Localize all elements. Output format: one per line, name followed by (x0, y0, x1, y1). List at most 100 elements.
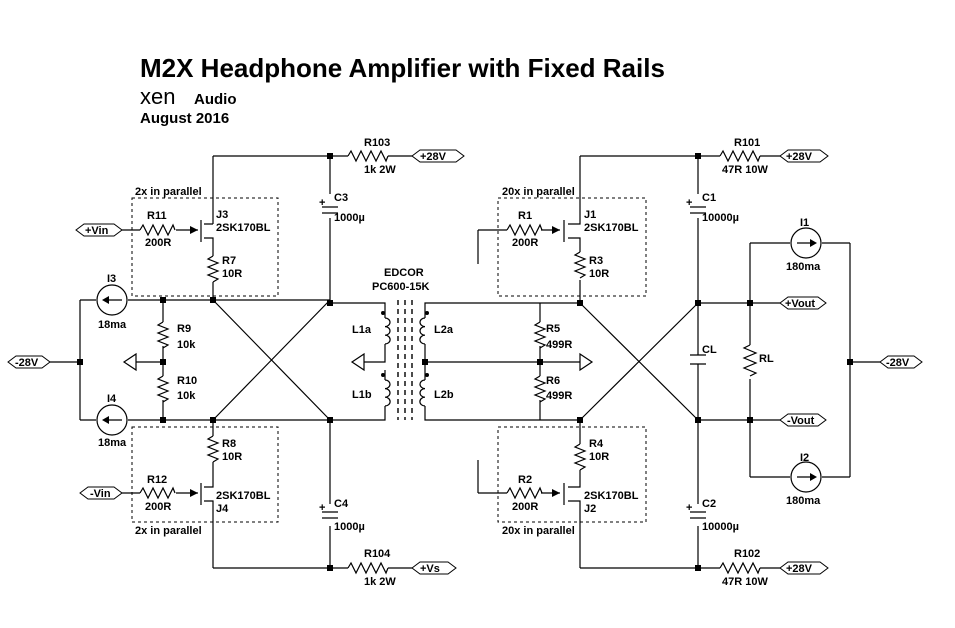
svg-text:C1: C1 (702, 192, 716, 204)
svg-text:C4: C4 (334, 498, 349, 510)
port-r101-rail: +28V (779, 149, 829, 163)
svg-text:18ma: 18ma (98, 319, 127, 331)
resistor-r104: R104 1k 2W (347, 548, 396, 588)
svg-text:R7: R7 (222, 255, 236, 267)
svg-text:R11: R11 (147, 210, 167, 222)
j3-parallel-box (131, 197, 279, 297)
j2-parallel-box (497, 426, 647, 523)
svg-text:18ma: 18ma (98, 437, 127, 449)
svg-text:-28V: -28V (886, 357, 910, 369)
resistor-r10: R10 10k (156, 375, 197, 403)
port-vin-minus: -Vin (79, 486, 123, 500)
svg-text:J2: J2 (584, 503, 596, 515)
ground-icon (350, 352, 365, 372)
svg-text:R104: R104 (364, 548, 391, 560)
svg-text:-28V: -28V (15, 357, 39, 369)
svg-text:R102: R102 (734, 548, 760, 560)
svg-text:R101: R101 (734, 137, 760, 149)
svg-text:2SK170BL: 2SK170BL (584, 490, 639, 502)
svg-text:+Vout: +Vout (785, 298, 815, 310)
svg-text:I4: I4 (107, 393, 117, 405)
transformer-model: PC600-15K (372, 281, 430, 293)
resistor-r103: R103 1k 2W (347, 137, 396, 176)
resistor-r2: R2 200R (506, 474, 560, 513)
svg-text:J4: J4 (216, 503, 229, 515)
svg-text:R10: R10 (177, 375, 197, 387)
resistor-r102: R102 47R 10W (719, 548, 768, 588)
jfet-j4: 2SK170BL J4 (200, 483, 271, 515)
svg-text:+: + (319, 502, 325, 514)
svg-text:10R: 10R (222, 451, 242, 463)
parallel-note-left-bottom: 2x in parallel (135, 525, 202, 537)
jfet-j1: J1 2SK170BL (563, 209, 639, 242)
jfet-j3: J3 2SK170BL (200, 209, 271, 242)
parallel-note-left-top: 2x in parallel (135, 186, 202, 198)
resistor-r101: R101 47R 10W (719, 137, 768, 176)
svg-text:1000µ: 1000µ (334, 212, 365, 224)
resistor-rl: RL (742, 344, 774, 377)
svg-text:180ma: 180ma (786, 495, 821, 507)
resistor-r12: R12 200R (139, 474, 198, 513)
port-vin-plus: +Vin (75, 223, 123, 237)
ground-icon (579, 352, 594, 372)
svg-text:+28V: +28V (786, 151, 813, 163)
resistor-r5: R5 499R (533, 321, 572, 351)
capacitor-c4: + C4 1000µ (319, 498, 365, 533)
svg-text:1k 2W: 1k 2W (364, 576, 396, 588)
port-left-neg: -28V (7, 355, 51, 369)
svg-text:+28V: +28V (786, 563, 813, 575)
svg-text:10R: 10R (222, 268, 242, 280)
svg-text:10R: 10R (589, 268, 609, 280)
svg-text:R1: R1 (518, 210, 532, 222)
ground-icon (122, 352, 137, 372)
svg-text:R103: R103 (364, 137, 390, 149)
svg-text:+: + (319, 197, 325, 209)
svg-text:200R: 200R (512, 237, 538, 249)
svg-text:RL: RL (759, 353, 774, 365)
port-r104-rail: +Vs (411, 561, 457, 575)
svg-text:2SK170BL: 2SK170BL (216, 222, 271, 234)
svg-text:1k 2W: 1k 2W (364, 164, 396, 176)
resistor-r7: R7 10R (206, 255, 242, 283)
svg-text:2SK170BL: 2SK170BL (216, 490, 271, 502)
inductor-l1a: L1a (352, 324, 372, 336)
svg-text:200R: 200R (512, 501, 538, 513)
current-source-i4: I4 18ma (96, 393, 128, 449)
wiring (50, 155, 880, 569)
current-source-i2: I2 180ma (786, 452, 822, 507)
port-r103-rail: +28V (411, 149, 465, 163)
svg-text:499R: 499R (546, 339, 572, 351)
resistor-r4: R4 10R (573, 438, 609, 471)
svg-text:10000µ: 10000µ (702, 212, 739, 224)
j4-parallel-box (131, 426, 279, 523)
svg-text:I2: I2 (800, 452, 809, 464)
svg-text:R9: R9 (177, 323, 191, 335)
schematic-date: August 2016 (140, 110, 229, 127)
current-source-i1: I1 180ma (786, 217, 822, 273)
svg-text:R12: R12 (147, 474, 167, 486)
current-source-i3: I3 18ma (96, 273, 128, 331)
svg-text:2SK170BL: 2SK170BL (584, 222, 639, 234)
svg-text:R3: R3 (589, 255, 603, 267)
svg-text:+28V: +28V (420, 151, 447, 163)
svg-text:10k: 10k (177, 390, 196, 402)
svg-text:10R: 10R (589, 451, 609, 463)
transformer-make: EDCOR (384, 267, 424, 279)
svg-text:10000µ: 10000µ (702, 521, 739, 533)
svg-text:C3: C3 (334, 192, 348, 204)
svg-text:200R: 200R (145, 237, 171, 249)
resistor-r8: R8 10R (206, 435, 242, 463)
svg-text:+: + (686, 197, 692, 209)
j1-parallel-box (497, 197, 647, 297)
svg-text:1000µ: 1000µ (334, 521, 365, 533)
capacitor-cl: CL (690, 344, 717, 365)
resistor-r3: R3 10R (573, 251, 609, 280)
capacitor-c3: + C3 1000µ (319, 192, 365, 224)
port-vout-minus: -Vout (779, 413, 827, 427)
svg-text:180ma: 180ma (786, 261, 821, 273)
svg-text:R2: R2 (518, 474, 532, 486)
svg-text:R8: R8 (222, 438, 236, 450)
parallel-note-right-top: 20x in parallel (502, 186, 575, 198)
inductor-l1b: L1b (352, 389, 372, 401)
